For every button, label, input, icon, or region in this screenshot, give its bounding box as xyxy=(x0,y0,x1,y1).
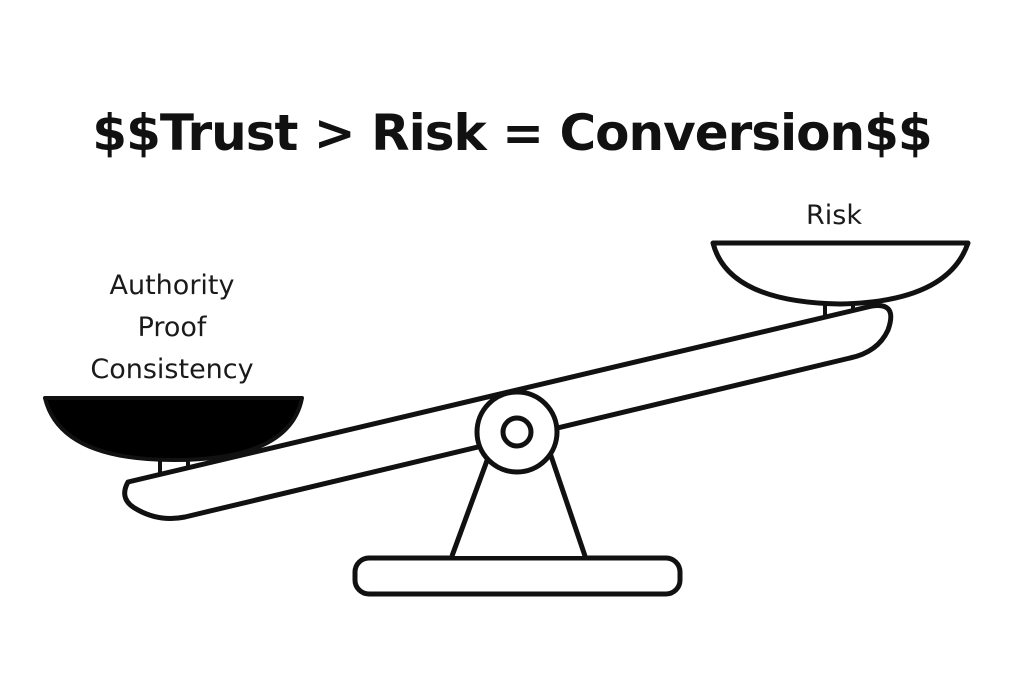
left-pan-trust xyxy=(43,396,304,462)
pivot-inner-ring xyxy=(500,415,534,449)
diagram-title: $$Trust > Risk = Conversion$$ xyxy=(92,104,932,162)
scale-base xyxy=(352,555,683,597)
label-proof: Proof xyxy=(137,312,207,343)
right-pan-risk xyxy=(710,240,971,307)
label-authority: Authority xyxy=(109,270,235,301)
label-consistency: Consistency xyxy=(90,354,254,385)
left-pan-label-group: Authority Proof Consistency xyxy=(72,272,272,398)
label-risk: Risk xyxy=(806,200,862,231)
